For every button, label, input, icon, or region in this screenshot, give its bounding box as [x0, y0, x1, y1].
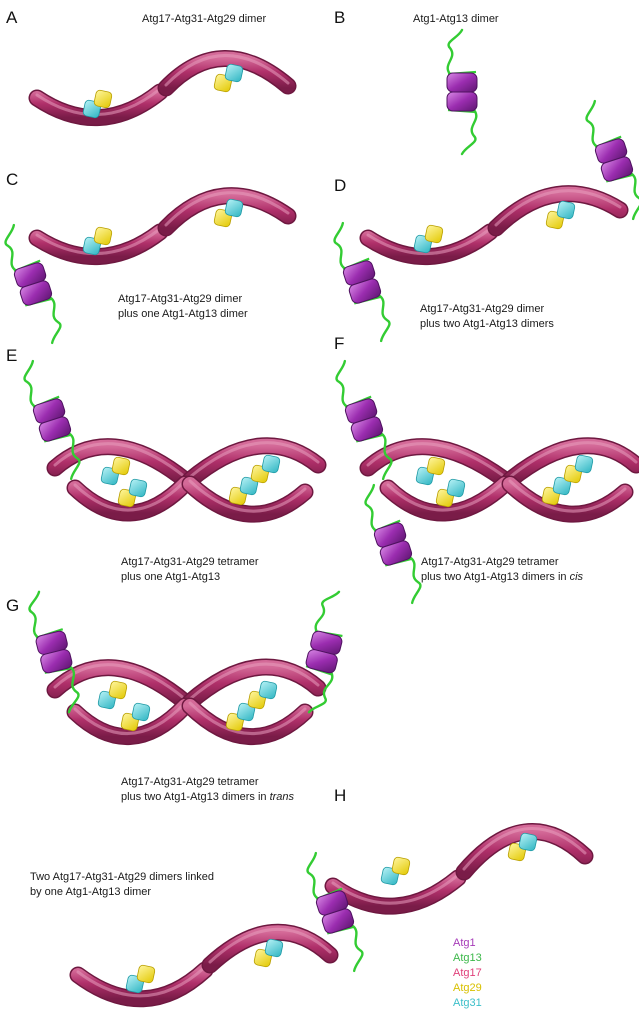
panel-label-c: C	[6, 170, 18, 190]
atg13-tail	[462, 110, 476, 154]
atg31-subunit	[265, 939, 284, 958]
atg31-subunit	[557, 201, 576, 220]
atg13-tail	[368, 295, 395, 341]
atg29-subunit	[392, 857, 411, 876]
atg13-tail	[331, 361, 358, 407]
atg13-tail	[314, 588, 339, 634]
atg31-subunit	[259, 681, 278, 700]
legend-item-atg29: Atg29	[453, 981, 482, 996]
atg1-atg13-dimer	[447, 30, 477, 154]
atg13-tail	[341, 925, 368, 971]
atg13-tail	[25, 592, 50, 638]
legend-item-atg17: Atg17	[453, 966, 482, 981]
atg13-tail	[39, 297, 66, 343]
atg1-subunit	[447, 73, 477, 92]
legend-label-atg29: Atg29	[453, 982, 482, 994]
legend-label-atg31: Atg31	[453, 997, 482, 1009]
atg31-subunit	[519, 833, 538, 852]
caption-f-line1: Atg17-Atg31-Atg29 tetramer	[421, 555, 559, 570]
atg13-tail	[19, 361, 46, 407]
legend-item-atg13: Atg13	[453, 951, 482, 966]
atg31-subunit	[225, 199, 244, 218]
atg13-tail	[329, 223, 356, 269]
panel-label-e: E	[6, 346, 17, 366]
panel-label-f: F	[334, 334, 344, 354]
caption-g-line2-prefix: plus two Atg1-Atg13 dimers in	[121, 791, 270, 803]
atg1-subunit	[447, 92, 477, 111]
legend-label-atg13: Atg13	[453, 952, 482, 964]
legend-item-atg31: Atg31	[453, 996, 482, 1011]
legend-label-atg17: Atg17	[453, 967, 482, 979]
atg31-subunit	[447, 479, 466, 498]
caption-f-line2-prefix: plus two Atg1-Atg13 dimers in	[421, 571, 570, 583]
legend-item-atg1: Atg1	[453, 936, 482, 951]
caption-e-line2: plus one Atg1-Atg13	[121, 570, 220, 585]
panel-label-b: B	[334, 8, 345, 28]
legend-label-atg1: Atg1	[453, 937, 476, 949]
atg31-subunit	[132, 703, 151, 722]
atg31-subunit	[575, 455, 594, 474]
atg13-tail	[448, 30, 462, 74]
atg13-tail	[581, 101, 608, 147]
caption-c-line2: plus one Atg1-Atg13 dimer	[118, 307, 248, 322]
atg31-subunit	[225, 64, 244, 83]
panel-label-g: G	[6, 596, 19, 616]
caption-c-line1: Atg17-Atg31-Atg29 dimer	[118, 292, 242, 307]
atg29-subunit	[137, 965, 156, 984]
caption-g-line2: plus two Atg1-Atg13 dimers in trans	[121, 790, 294, 805]
panel-label-d: D	[334, 176, 346, 196]
caption-d-line2: plus two Atg1-Atg13 dimers	[420, 317, 554, 332]
atg31-subunit	[262, 455, 281, 474]
caption-h-line2: by one Atg1-Atg13 dimer	[30, 885, 151, 900]
caption-a: Atg17-Atg31-Atg29 dimer	[142, 12, 266, 27]
panel-label-a: A	[6, 8, 17, 28]
legend: Atg1 Atg13 Atg17 Atg29 Atg31	[453, 936, 482, 1011]
caption-d-line1: Atg17-Atg31-Atg29 dimer	[420, 302, 544, 317]
atg29-subunit	[112, 457, 131, 476]
atg31-subunit	[129, 479, 148, 498]
caption-e-line1: Atg17-Atg31-Atg29 tetramer	[121, 555, 259, 570]
atg29-subunit	[427, 457, 446, 476]
atg13-tail	[302, 853, 329, 899]
atg1-atg13-dimer	[294, 588, 353, 716]
caption-f-line2-italic: cis	[570, 571, 583, 583]
caption-f-line2: plus two Atg1-Atg13 dimers in cis	[421, 570, 583, 585]
caption-g-line2-italic: trans	[270, 791, 294, 803]
atg29-subunit	[425, 225, 444, 244]
atg29-subunit	[94, 227, 113, 246]
caption-b: Atg1-Atg13 dimer	[413, 12, 499, 27]
caption-g-line1: Atg17-Atg31-Atg29 tetramer	[121, 775, 259, 790]
atg29-subunit	[94, 90, 113, 109]
caption-h-line1: Two Atg17-Atg31-Atg29 dimers linked	[30, 870, 214, 885]
panel-label-h: H	[334, 786, 346, 806]
atg13-tail	[0, 225, 27, 271]
atg29-subunit	[109, 681, 128, 700]
